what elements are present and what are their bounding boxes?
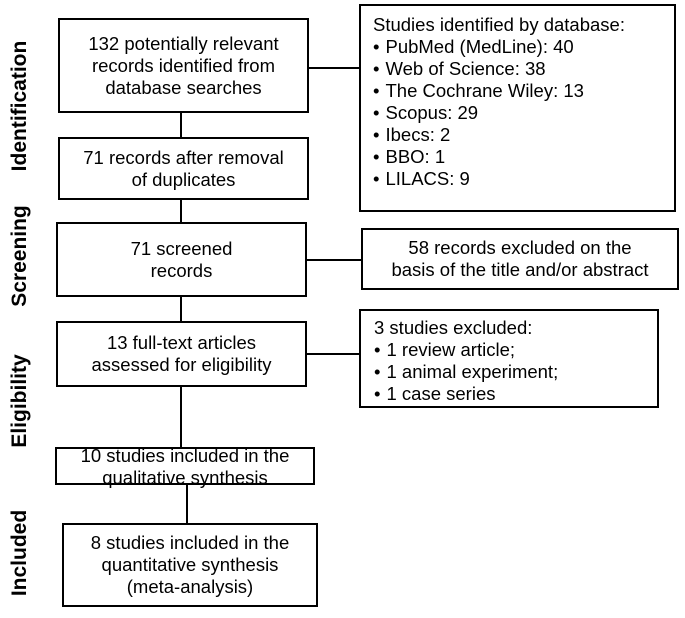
bullet-icon: • [374,383,381,404]
connector-to-databases [307,67,360,69]
identified-records-box: 132 potentially relevant records identif… [58,18,309,113]
quantitative-line-1: 8 studies included in the [90,532,290,553]
quantitative-line-2: quantitative synthesis [101,554,279,575]
qualitative-synthesis-box: 10 studies included in the qualitative s… [55,445,315,488]
quantitative-line-3: (meta-analysis) [126,576,254,597]
screened-line-1: 71 screened [130,237,233,259]
bullet-icon: • [373,102,380,123]
bullet-icon: • [373,36,380,57]
bullet-icon: • [373,168,380,189]
studies-excluded-box: 3 studies excluded: •1 review article; •… [359,309,659,408]
excluded-study-label: 1 case series [386,383,496,404]
databases-box: Studies identified by database: •PubMed … [359,4,676,212]
connector-screened-to-fulltext [180,296,182,322]
database-item-label: BBO: 1 [385,146,446,167]
connector-fulltext-to-qualitative [180,386,182,448]
excluded-study-item: •1 case series [374,383,645,405]
stage-label-included: Included [8,509,31,597]
connector-to-studies-excluded [305,353,360,355]
identified-line-3: database searches [105,76,262,98]
full-text-line-2: assessed for eligibility [91,354,272,375]
database-item: •Ibecs: 2 [373,124,662,146]
database-item: •Web of Science: 38 [373,58,662,80]
database-item: •The Cochrane Wiley: 13 [373,80,662,102]
connector-identified-to-duplicates [180,111,182,138]
database-item: •Scopus: 29 [373,102,662,124]
excluded-study-item: •1 animal experiment; [374,361,645,383]
database-item: •PubMed (MedLine): 40 [373,36,662,58]
after-duplicates-line-2: of duplicates [131,168,236,190]
bullet-icon: • [373,146,380,167]
connector-to-title-excluded [305,259,362,261]
database-item-label: Scopus: 29 [385,102,479,123]
identified-line-2: records identified from [91,54,276,76]
full-text-line-1: 13 full-text articles [106,332,257,353]
stage-label-screening: Screening [8,205,31,307]
identified-line-1: 132 potentially relevant [88,32,279,54]
excluded-study-label: 1 review article; [386,339,515,360]
database-item-label: Web of Science: 38 [385,58,546,79]
title-abstract-excluded-box: 58 records excluded on the basis of the … [361,228,679,290]
bullet-icon: • [373,58,380,79]
stage-label-eligibility: Eligibility [8,354,31,448]
studies-excluded-heading: 3 studies excluded: [374,317,533,338]
quantitative-synthesis-box: 8 studies included in the quantitative s… [62,523,318,607]
bullet-icon: • [374,361,381,382]
full-text-box: 13 full-text articles assessed for eligi… [56,321,307,387]
bullet-icon: • [373,124,380,145]
title-excluded-line-2: basis of the title and/or abstract [391,259,649,280]
database-item-label: PubMed (MedLine): 40 [385,36,574,57]
qualitative-line-1: 10 studies included in the [80,445,290,466]
database-item: •BBO: 1 [373,146,662,168]
excluded-study-item: •1 review article; [374,339,645,361]
connector-duplicates-to-screened [180,199,182,223]
database-item: •LILACS: 9 [373,168,662,190]
qualitative-line-2: qualitative synthesis [102,467,268,488]
after-duplicates-line-1: 71 records after removal [83,146,284,168]
database-item-label: The Cochrane Wiley: 13 [385,80,584,101]
title-excluded-line-1: 58 records excluded on the [408,237,632,258]
screened-line-2: records [150,259,213,281]
database-item-label: Ibecs: 2 [385,124,451,145]
excluded-study-label: 1 animal experiment; [386,361,559,382]
bullet-icon: • [373,80,380,101]
database-item-label: LILACS: 9 [385,168,470,189]
after-duplicates-box: 71 records after removal of duplicates [58,137,309,200]
bullet-icon: • [374,339,381,360]
screened-records-box: 71 screened records [56,222,307,297]
connector-qualitative-to-quantitative [186,484,188,524]
databases-heading: Studies identified by database: [373,14,625,35]
stage-label-identification: Identification [8,40,31,172]
